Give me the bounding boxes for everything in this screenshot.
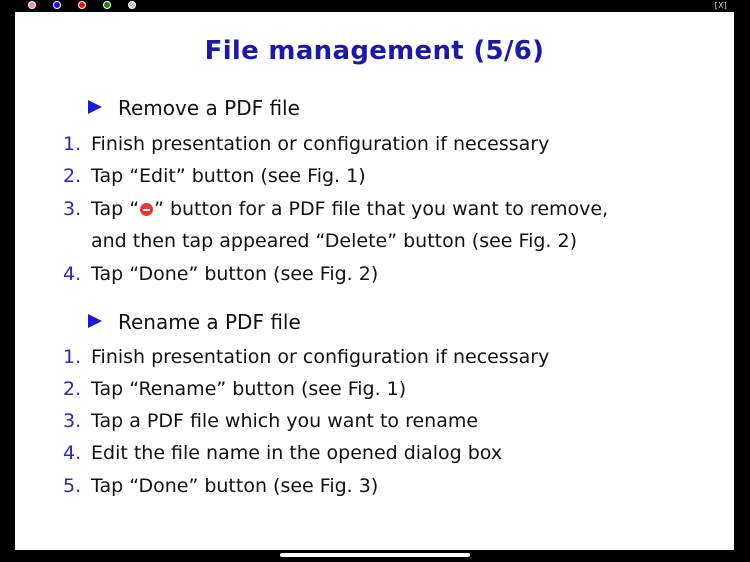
item-text: and then tap appeared “Delete” button (s…	[91, 230, 577, 252]
item-number: 4.	[63, 442, 82, 464]
item-text: Finish presentation or configuration if …	[91, 346, 550, 368]
triangle-bullet-icon	[88, 314, 102, 328]
item-number: 1.	[63, 346, 82, 368]
item-number: 2.	[63, 378, 82, 400]
item-number: 3.	[63, 198, 82, 220]
red-dot-icon[interactable]	[78, 1, 86, 9]
item-text: Tap a PDF file which you want to rename	[91, 410, 479, 432]
item-text: Finish presentation or configuration if …	[91, 133, 550, 155]
close-button[interactable]: [X]	[713, 1, 728, 10]
blue-dot-icon[interactable]	[53, 1, 61, 9]
item-text: Tap “Done” button (see Fig. 3)	[91, 475, 379, 497]
item-text-before: Tap “	[91, 198, 140, 220]
item-text: Tap “Edit” button (see Fig. 1)	[91, 165, 366, 187]
item-number: 2.	[63, 165, 82, 187]
item-text: Edit the file name in the opened dialog …	[91, 442, 503, 464]
checker-dot-icon[interactable]	[128, 1, 136, 9]
slide[interactable]: File management (5/6) Remove a PDF file …	[15, 12, 734, 550]
item-text: Tap “Done” button (see Fig. 2)	[91, 263, 379, 285]
triangle-bullet-icon	[88, 100, 102, 114]
item-number: 1.	[63, 133, 82, 155]
section-title: Remove a PDF file	[118, 96, 300, 120]
home-indicator[interactable]	[280, 553, 470, 557]
item-number: 5.	[63, 475, 82, 497]
pink-dot-icon[interactable]	[28, 1, 36, 9]
slide-title: File management (5/6)	[204, 36, 545, 66]
section-title: Rename a PDF file	[118, 310, 301, 334]
item-text: Tap “Rename” button (see Fig. 1)	[91, 378, 407, 400]
minus-circle-icon	[140, 203, 154, 216]
green-dot-icon[interactable]	[103, 1, 111, 9]
item-number: 3.	[63, 410, 82, 432]
top-toolbar: [X]	[0, 0, 750, 12]
item-number: 4.	[63, 263, 82, 285]
item-text-after: ” button for a PDF file that you want to…	[154, 198, 609, 220]
item-text: Tap “ ” button for a PDF file that you wa…	[91, 198, 608, 220]
